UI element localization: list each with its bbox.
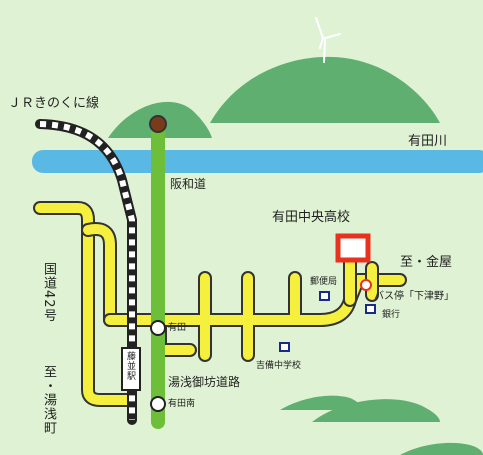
hill-mid (330, 101, 418, 123)
hill-bottom-far (400, 442, 483, 455)
jr-railway-dash (39, 121, 135, 420)
station-box (121, 347, 141, 391)
post-office-icon (319, 291, 330, 301)
hanwa-road-label: 阪和道 (170, 177, 207, 191)
bus-stop-icon (360, 279, 372, 291)
bank-icon (365, 304, 376, 314)
post-office-label: 郵便局 (310, 277, 338, 287)
wind-turbine-icon (315, 17, 341, 63)
station-label: 藤並駅 (125, 351, 135, 381)
local-roads (103, 255, 407, 362)
arida-ic-label: 有田 (168, 323, 187, 333)
river-label: 有田川 (408, 134, 448, 149)
yuasa-road-label: 湯浅御坊道路 (168, 375, 241, 389)
interchange-icon (150, 396, 166, 412)
junior-high-icon (279, 342, 290, 352)
junior-high-label: 吉備中学校 (256, 361, 302, 371)
arida-minami-ic-label: 有田南 (168, 399, 196, 409)
hill-bottom-left (280, 395, 362, 410)
jr-line-label: ＪＲきのくに線 (8, 96, 100, 111)
route42-label: 国道42号 (41, 262, 56, 323)
school-marker-icon (335, 233, 371, 263)
to-yuasa-label: 至・湯浅町 (41, 365, 56, 435)
route-42-road (33, 201, 137, 407)
arida-river (32, 150, 483, 173)
school-label: 有田中央高校 (272, 210, 351, 225)
to-kanaya-label: 至・金屋 (400, 255, 453, 270)
tunnel-icon (149, 115, 167, 133)
interchange-icon (150, 320, 166, 336)
bank-label: 銀行 (382, 310, 401, 320)
hill-bottom-right (312, 399, 440, 422)
bus-stop-label: バス停「下津野」 (374, 291, 454, 302)
